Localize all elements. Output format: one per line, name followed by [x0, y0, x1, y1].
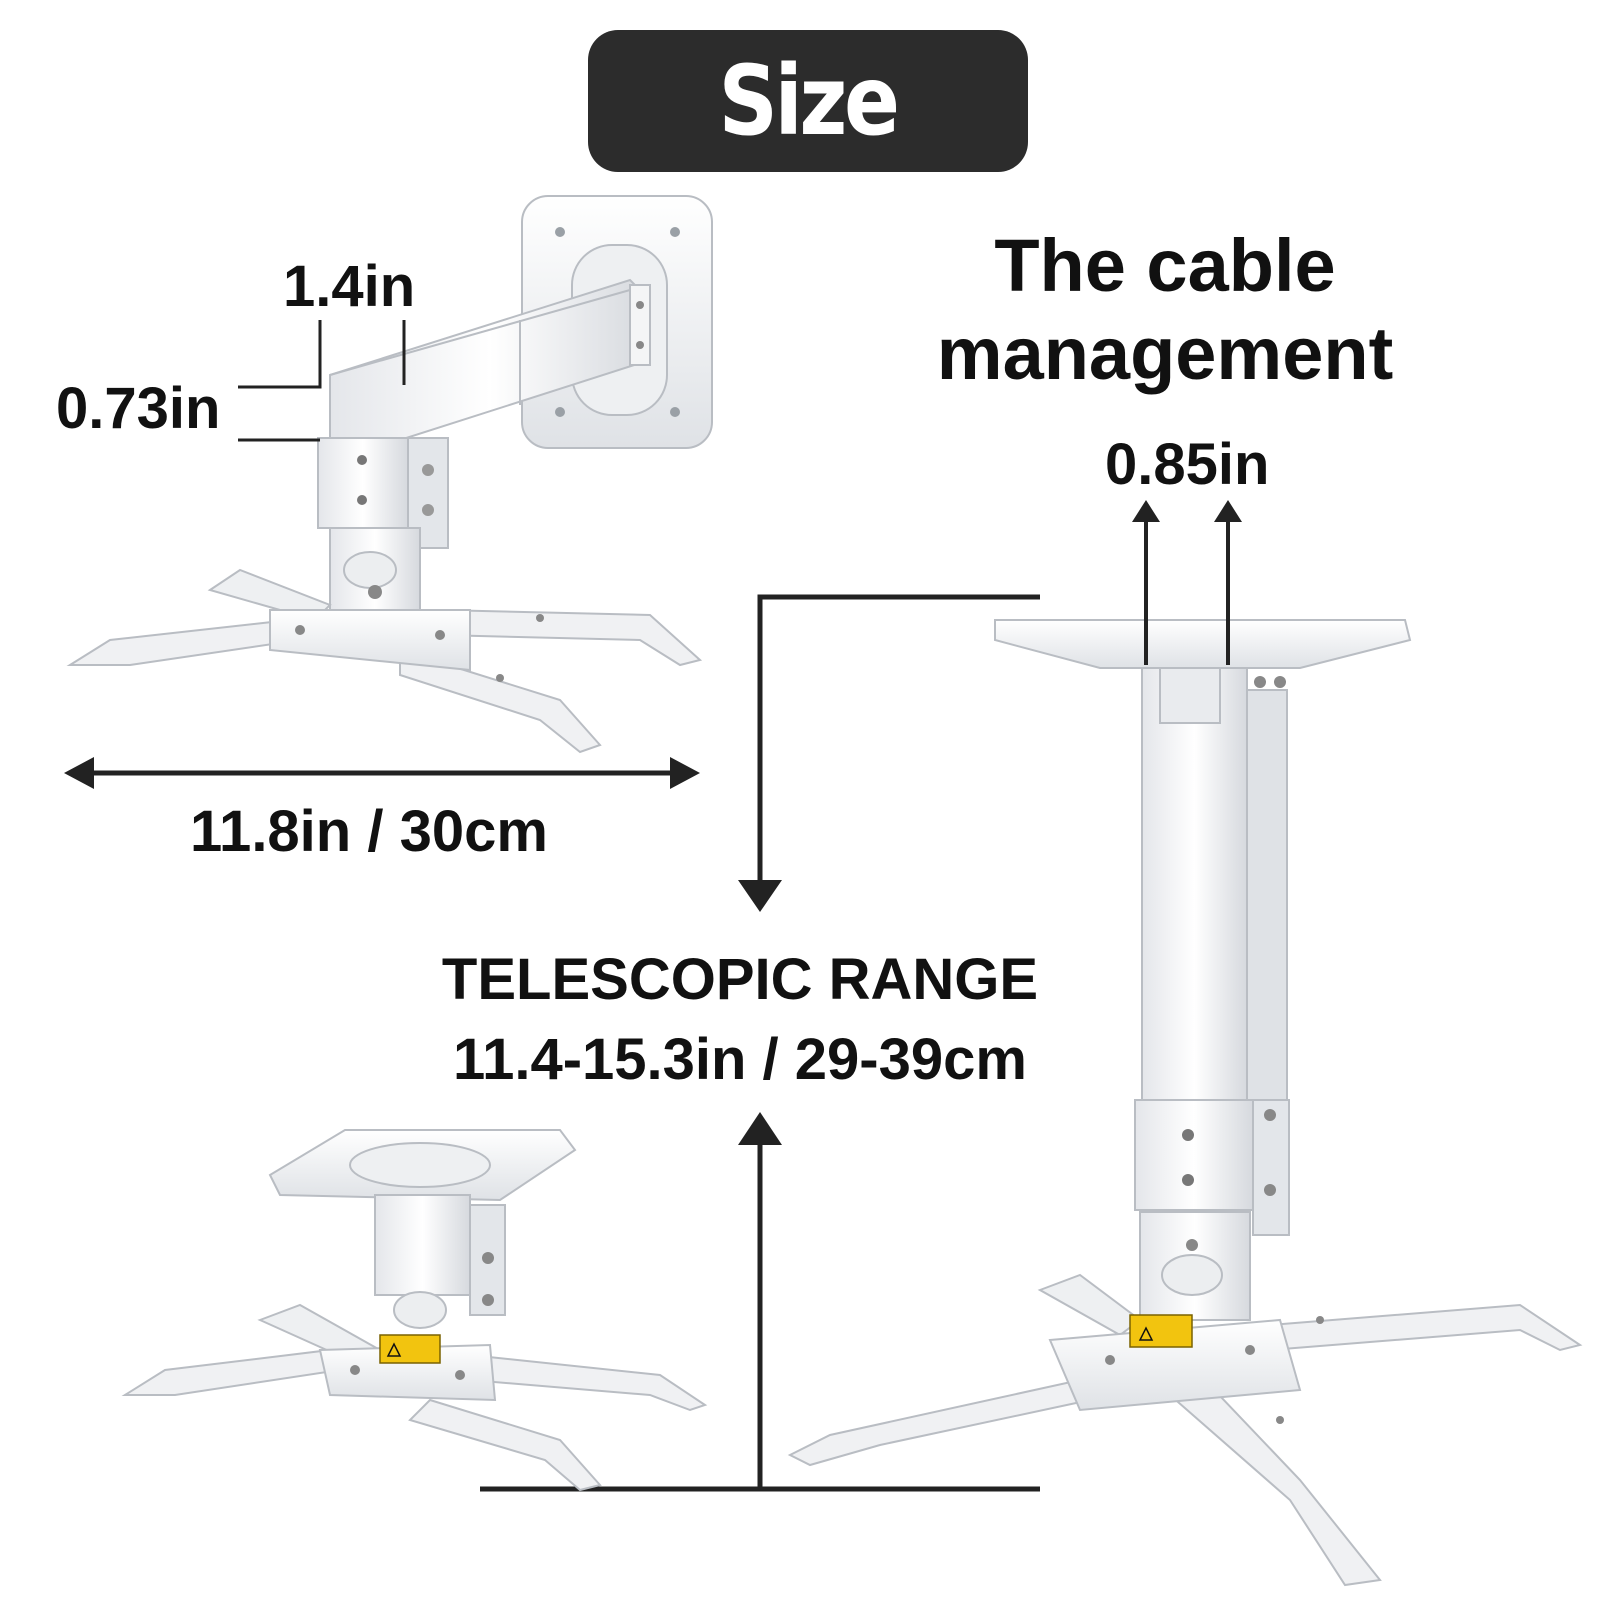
arrow-up	[738, 1112, 782, 1145]
cable-width-label: 0.85in	[1105, 432, 1270, 497]
cable-management-title: The cable management	[930, 222, 1400, 398]
telescopic-title: TELESCOPIC RANGE	[441, 947, 1039, 1012]
size-banner: Size	[588, 30, 1028, 172]
warning-icon	[386, 1342, 402, 1357]
cable-title-line2: management	[936, 312, 1394, 395]
telescopic-range-block: TELESCOPIC RANGE 11.4-15.3in / 29-39cm	[420, 940, 1060, 1100]
warning-label-right	[1129, 1314, 1193, 1348]
cable-title-line1: The cable	[994, 224, 1336, 307]
arm-width-label: 1.4in	[283, 254, 416, 319]
arrow-down	[738, 880, 782, 912]
wall-arm-mount	[66, 195, 713, 754]
warning-label-left	[379, 1334, 441, 1364]
ceiling-mount-extended	[787, 619, 1583, 1587]
telescopic-value: 11.4-15.3in / 29-39cm	[453, 1027, 1027, 1092]
base-width-arrow	[64, 757, 700, 789]
arm-height-label: 0.73in	[56, 376, 221, 441]
ceiling-mount-compact	[121, 1129, 708, 1492]
cable-width-arrows	[1132, 500, 1242, 665]
warning-icon	[1138, 1326, 1154, 1341]
banner-title: Size	[718, 45, 900, 157]
base-width-label: 11.8in / 30cm	[190, 799, 548, 864]
arm-dimension-lines	[238, 320, 406, 442]
telescopic-range-bracket	[480, 594, 1040, 1492]
